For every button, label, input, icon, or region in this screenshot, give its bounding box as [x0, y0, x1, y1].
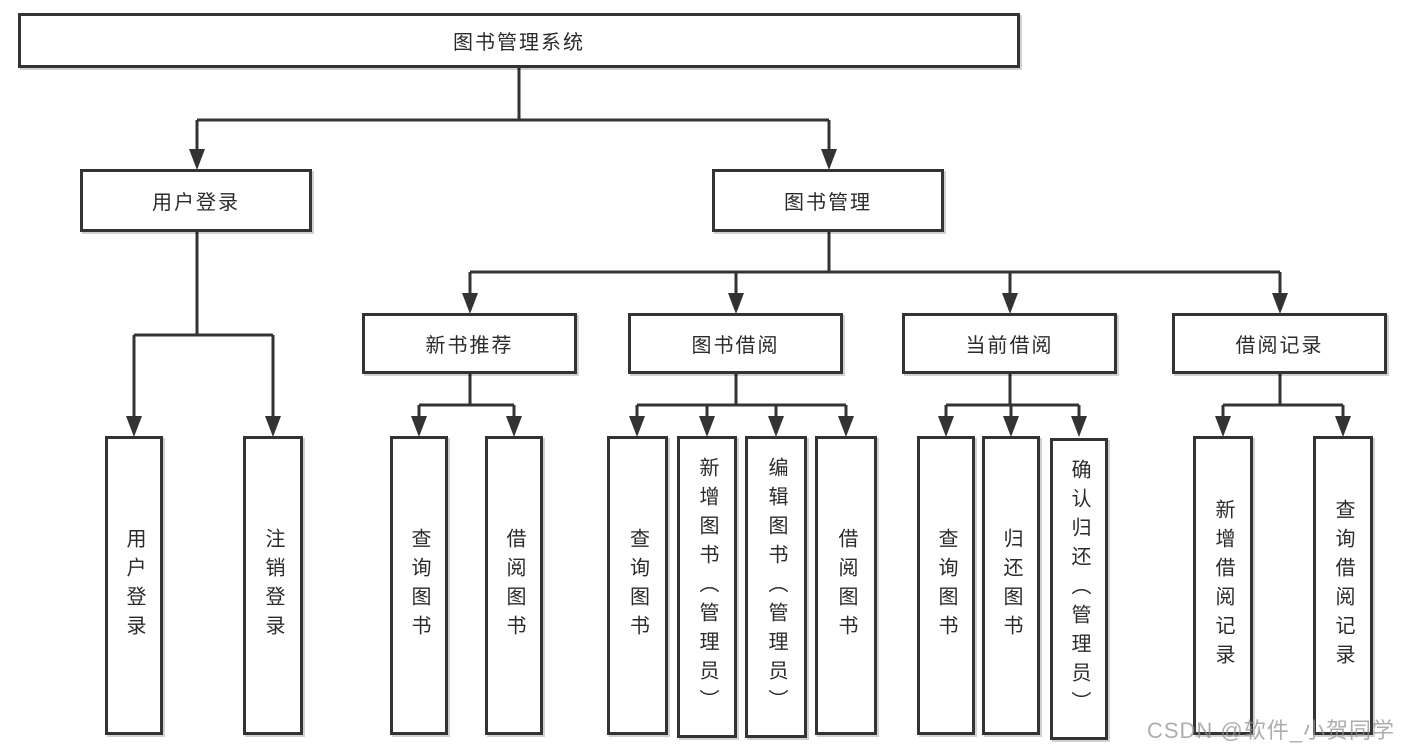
leaf-bb-borrow-books: 借阅图书 — [815, 436, 877, 735]
leaf-logout: 注销登录 — [243, 436, 303, 735]
node-new-book-recommend: 新书推荐 — [362, 313, 577, 374]
node-borrowing-records: 借阅记录 — [1172, 313, 1387, 374]
csdn-watermark: CSDN @软件_小贺同学 — [1146, 718, 1395, 743]
leaf-nbr-query-books: 查询图书 — [390, 436, 448, 735]
leaf-bb-query-books: 查询图书 — [607, 436, 668, 735]
leaf-bb-edit-books-admin: 编辑图书（管理员） — [745, 436, 807, 738]
arrowhead-icons — [126, 149, 1351, 437]
leaf-br-add-borrow-record: 新增借阅记录 — [1193, 436, 1253, 735]
leaf-bb-add-books-admin: 新增图书（管理员） — [677, 436, 737, 738]
leaf-user-login: 用户登录 — [105, 436, 163, 735]
leaf-br-query-borrow-record: 查询借阅记录 — [1313, 436, 1373, 735]
leaf-nbr-borrow-books: 借阅图书 — [485, 436, 543, 735]
leaf-cb-confirm-return-admin: 确认归还（管理员） — [1050, 438, 1108, 740]
node-library-management-system: 图书管理系统 — [18, 13, 1020, 68]
connector-lines — [132, 68, 1345, 419]
leaf-cb-return-books: 归还图书 — [982, 436, 1040, 735]
leaf-cb-query-books: 查询图书 — [917, 436, 975, 735]
node-book-management: 图书管理 — [712, 169, 944, 232]
node-current-borrowing: 当前借阅 — [902, 313, 1117, 374]
node-book-borrowing: 图书借阅 — [628, 313, 843, 374]
node-user-login: 用户登录 — [80, 169, 312, 232]
